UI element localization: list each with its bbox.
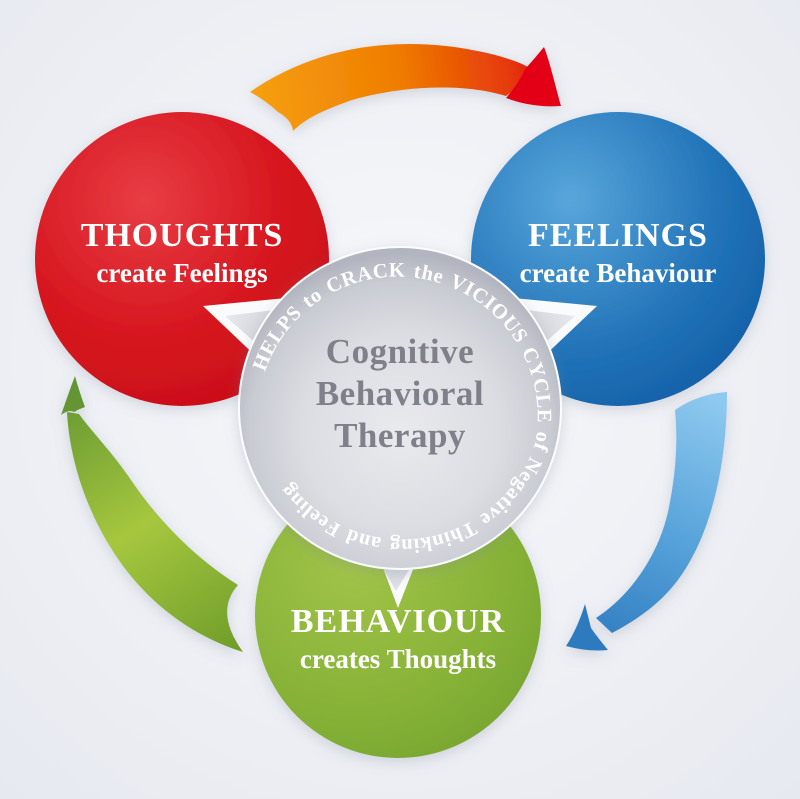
label-thoughts: THOUGHTS create Feelings	[81, 217, 284, 288]
label-behaviour: BEHAVIOUR creates Thoughts	[291, 603, 505, 674]
behaviour-title: BEHAVIOUR	[291, 603, 505, 640]
arrow-feelings-to-behaviour-head	[566, 604, 608, 651]
arrow-thoughts-to-feelings	[250, 43, 561, 131]
arrow-thoughts-to-feelings-head	[506, 47, 561, 107]
thoughts-subtitle: create Feelings	[96, 258, 267, 288]
arrow-behaviour-to-thoughts-shaft	[67, 412, 243, 652]
center-circle	[238, 246, 562, 570]
arrow-behaviour-to-thoughts	[61, 376, 243, 652]
arrows-layer	[61, 43, 727, 652]
center-title-line2: Behavioral	[316, 374, 484, 413]
label-feelings: FEELINGS create Behaviour	[520, 217, 717, 288]
center-title-line1: Cognitive	[326, 332, 474, 371]
arrow-behaviour-to-thoughts-head	[61, 376, 85, 415]
feelings-title: FEELINGS	[528, 217, 708, 254]
center-title-line3: Therapy	[334, 416, 466, 455]
arrow-feelings-to-behaviour	[566, 392, 727, 651]
feelings-subtitle: create Behaviour	[520, 258, 717, 288]
arrow-thoughts-to-feelings-shaft	[250, 43, 528, 131]
arrow-feelings-to-behaviour-shaft	[596, 392, 727, 633]
thoughts-title: THOUGHTS	[81, 217, 284, 254]
center-title: Cognitive Behavioral Therapy	[316, 332, 484, 455]
behaviour-subtitle: creates Thoughts	[300, 644, 496, 674]
